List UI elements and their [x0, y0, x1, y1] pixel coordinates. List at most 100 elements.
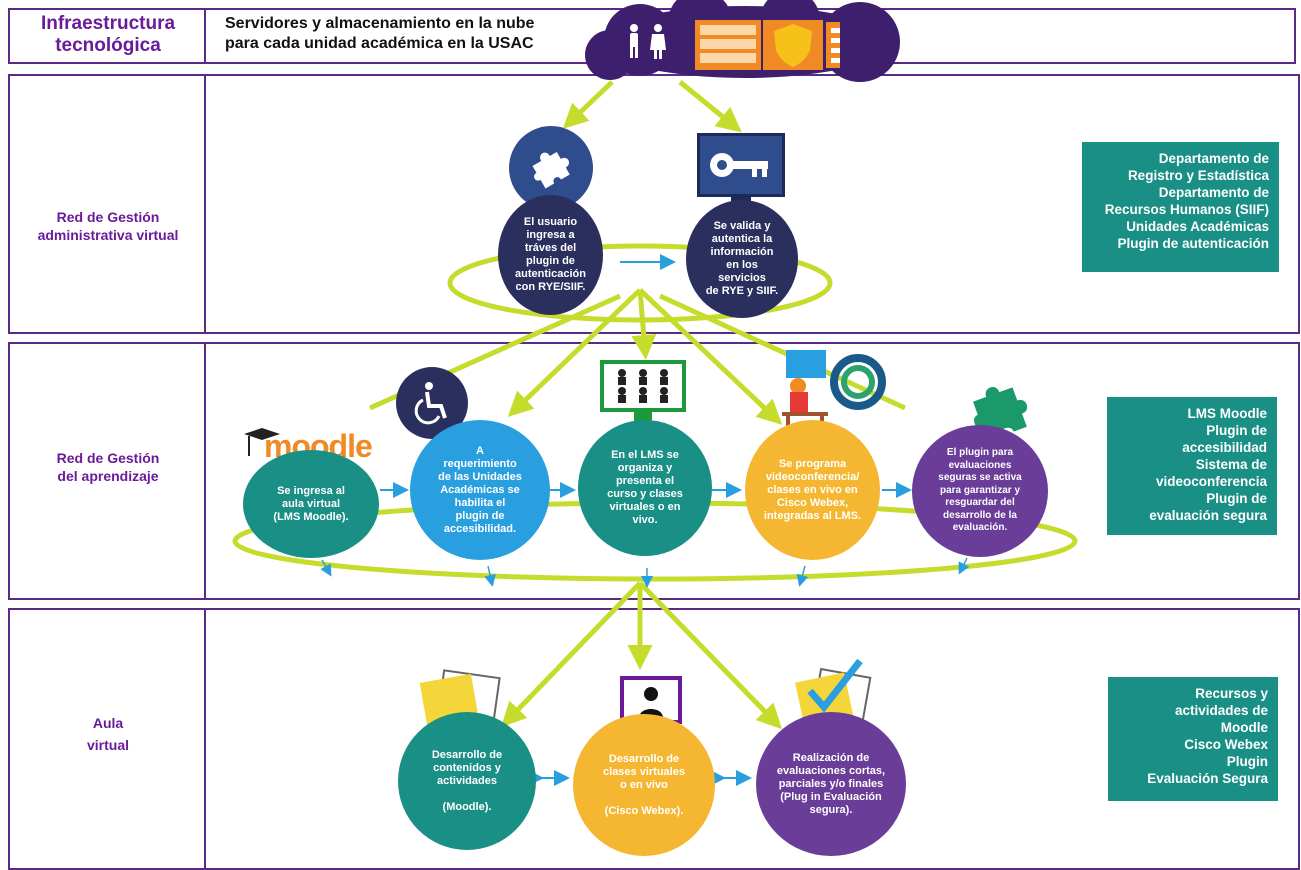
learning-side-line: Sistema de — [1195, 457, 1267, 472]
node-text-line: información — [710, 246, 774, 258]
node-text-line: Académicas se — [440, 483, 520, 496]
node-text-line: Se ingresa al — [277, 484, 345, 497]
node-text-line — [432, 788, 502, 801]
admin-node-validate: Se valida y autentica la información en … — [686, 200, 798, 318]
node-text-line: de RYE y SIIF. — [705, 285, 779, 297]
node-text-line: (Moodle). — [442, 800, 492, 813]
classroom-side-line: Evaluación Segura — [1147, 771, 1268, 786]
node-text-line: autenticación — [515, 268, 586, 280]
node-text-line: (Cisco Webex). — [604, 804, 684, 817]
node-text-line: con RYE/SIIF. — [515, 281, 586, 293]
shield-icon — [763, 20, 823, 70]
node-text-line — [603, 792, 685, 805]
learning-label-line1: Red de Gestión — [56, 450, 160, 466]
classroom-node-evals: Realización de evaluaciones cortas, parc… — [756, 712, 906, 856]
node-text-line: A — [476, 444, 484, 457]
classroom-node-classes: Desarrollo de clases virtuales o en vivo… — [573, 714, 715, 856]
admin-row-label: Red de Gestión administrativa virtual — [10, 208, 206, 244]
node-text-line: requerimiento — [443, 457, 517, 470]
video-grid-stand — [634, 412, 652, 422]
node-text-line: evaluaciones — [948, 459, 1012, 471]
learning-side-line: videoconferencia — [1155, 474, 1267, 489]
admin-node-user: El usuario ingresa a tráves del plugin d… — [498, 195, 603, 315]
people-icon — [630, 24, 666, 59]
graduation-cap-icon — [244, 428, 280, 456]
node-text-line: contenidos y — [433, 761, 501, 774]
cloud-icons — [630, 20, 840, 70]
node-text-line: vivo. — [632, 514, 658, 526]
learning-row-label: Red de Gestión del aprendizaje — [10, 449, 206, 485]
learning-side-line: LMS Moodle — [1187, 406, 1268, 421]
title-line-1: Infraestructura — [40, 13, 176, 34]
node-text-line: curso y clases — [607, 488, 683, 500]
node-text-line: Se programa — [778, 457, 847, 470]
admin-side-line: Recursos Humanos (SIIF) — [1104, 202, 1269, 217]
learning-side-line: accesibilidad — [1182, 440, 1267, 455]
node-text-line: plugin de — [526, 255, 575, 267]
learning-node-webex: Se programa videoconferencia/ clases en … — [745, 420, 880, 560]
learning-side-line: Plugin de — [1206, 491, 1267, 506]
node-text-line: Cisco Webex, — [776, 496, 849, 509]
key-monitor-icon — [697, 133, 785, 197]
page-title: Infraestructura tecnológica — [10, 13, 206, 57]
node-text-line: ingresa a — [526, 229, 575, 241]
node-text-line: aula virtual — [281, 497, 341, 510]
node-text-line: seguras se activa — [938, 472, 1022, 484]
node-text-line: evaluación. — [952, 522, 1008, 534]
node-text-line: virtuales o en — [609, 501, 681, 513]
learning-node-accessibility: A requerimiento de las Unidades Académic… — [410, 420, 550, 560]
node-text-line: Se valida y — [713, 220, 771, 232]
learning-side-line: Plugin de — [1206, 423, 1267, 438]
learning-side-line: evaluación segura — [1149, 508, 1267, 523]
node-text-line: (LMS Moodle). — [273, 510, 349, 523]
wheelchair-icon — [396, 367, 468, 439]
node-text-line: accesibilidad. — [443, 522, 517, 535]
classroom-row-label: Aula virtual — [10, 714, 206, 754]
admin-side-line: Departamento de — [1158, 185, 1269, 200]
node-text-line: El usuario — [523, 216, 578, 228]
node-text-line: clases virtuales — [603, 765, 685, 778]
learning-node-enter: Se ingresa al aula virtual (LMS Moodle). — [243, 450, 379, 558]
learning-node-secure: El plugin para evaluaciones seguras se a… — [912, 425, 1048, 557]
node-text-line: plugin de — [455, 509, 505, 522]
node-text-line: resguardar del — [945, 497, 1015, 509]
node-text-line: organiza y — [617, 462, 673, 474]
node-text-line: segura). — [809, 803, 853, 816]
node-text-line: Desarrollo de — [431, 748, 503, 761]
classroom-label-line2: virtual — [86, 737, 129, 753]
server-icon — [695, 20, 761, 70]
node-text-line: servicios — [718, 272, 766, 284]
admin-row-label-cell — [8, 74, 206, 334]
webex-icon — [782, 350, 886, 434]
header-label-divider — [8, 8, 206, 64]
classroom-side-line: Plugin — [1226, 754, 1268, 769]
node-text-line: El plugin para — [946, 447, 1014, 459]
node-text-line: (Plug in Evaluación — [780, 790, 882, 803]
node-text-line: parciales y/o finales — [778, 777, 884, 790]
admin-side-line: Departamento de — [1158, 151, 1269, 166]
node-text-line: Realización de — [792, 751, 870, 764]
learning-side-box: LMS Moodle Plugin de accesibilidad Siste… — [1107, 397, 1277, 535]
learning-label-line2: del aprendizaje — [57, 468, 159, 484]
node-text-line: clases en vivo en — [767, 483, 858, 496]
node-text-line: tráves del — [524, 242, 577, 254]
admin-label-line2: administrativa virtual — [37, 227, 179, 243]
node-text-line: actividades — [437, 774, 497, 787]
learning-row-label-cell — [8, 342, 206, 600]
node-text-line: evaluaciones cortas, — [776, 764, 886, 777]
node-text-line: integradas al LMS. — [763, 509, 862, 522]
admin-side-line: Plugin de autenticación — [1117, 236, 1269, 251]
node-text-line: desarrollo de la — [943, 509, 1017, 521]
node-text-line: en los — [726, 259, 758, 271]
node-text-line: o en vivo — [620, 778, 668, 791]
learning-node-organize: En el LMS se organiza y presenta el curs… — [578, 420, 712, 556]
classroom-node-content: Desarrollo de contenidos y actividades (… — [398, 712, 536, 850]
node-text-line: presenta el — [615, 475, 675, 487]
subtitle-line-2: para cada unidad académica en la USAC — [225, 35, 534, 52]
admin-side-box: Departamento de Registro y Estadística D… — [1082, 142, 1279, 272]
node-text-line: habilita el — [454, 496, 506, 509]
server-list-icon — [826, 22, 840, 68]
classroom-side-line: Moodle — [1220, 720, 1268, 735]
header-subtitle: Servidores y almacenamiento en la nube p… — [225, 14, 534, 54]
classroom-side-box: Recursos y actividades de Moodle Cisco W… — [1108, 677, 1278, 801]
